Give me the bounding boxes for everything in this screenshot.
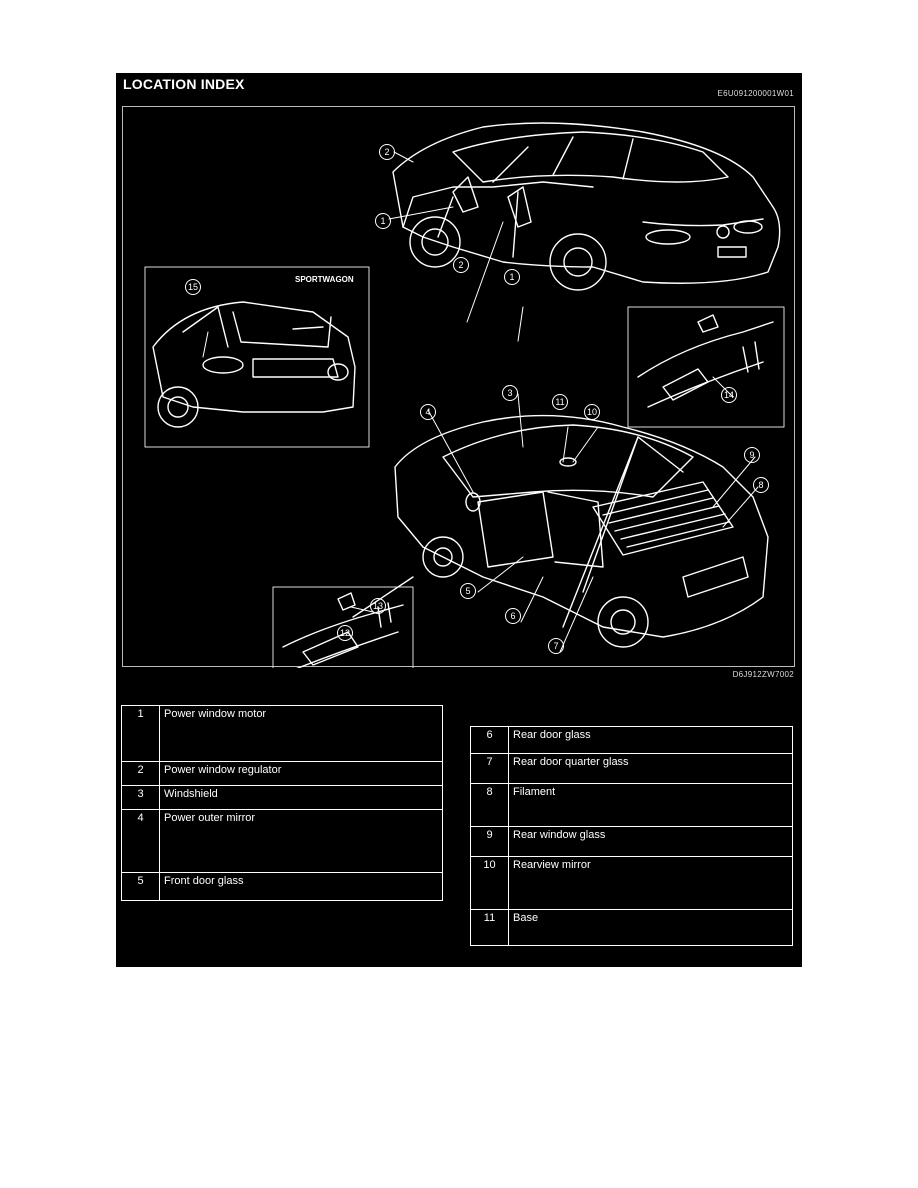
figure-code: D6J912ZW7002 <box>732 670 794 679</box>
callout-10: 10 <box>584 404 600 420</box>
table-row: 3 Windshield <box>121 785 443 810</box>
callout-14: 14 <box>721 387 737 403</box>
legend-number: 4 <box>121 809 160 873</box>
legend-label: Rear door quarter glass <box>508 753 793 784</box>
sportwagon-inset <box>144 266 370 448</box>
table-row: 5 Front door glass <box>121 872 443 901</box>
callout-15: 15 <box>185 279 201 295</box>
callout-8: 8 <box>753 477 769 493</box>
legend-label: Rear window glass <box>508 826 793 857</box>
callout-2-bottom: 2 <box>453 257 469 273</box>
callout-4: 4 <box>420 404 436 420</box>
leader-lines <box>202 151 759 653</box>
legend-table-left: 1 Power window motor 2 Power window regu… <box>121 705 443 901</box>
legend-label: Front door glass <box>159 872 443 901</box>
legend-label: Power window regulator <box>159 761 443 786</box>
legend-table-right: 6 Rear door glass 7 Rear door quarter gl… <box>470 726 793 946</box>
callout-3: 3 <box>502 385 518 401</box>
table-row: 7 Rear door quarter glass <box>470 753 793 784</box>
page-title: LOCATION INDEX <box>123 76 245 92</box>
legend-number: 1 <box>121 705 160 762</box>
table-row: 9 Rear window glass <box>470 826 793 857</box>
callout-6: 6 <box>505 608 521 624</box>
legend-label: Rearview mirror <box>508 856 793 910</box>
callout-12: 12 <box>337 625 353 641</box>
table-row: 8 Filament <box>470 783 793 827</box>
legend-number: 11 <box>470 909 509 946</box>
callout-5: 5 <box>460 583 476 599</box>
callout-9: 9 <box>744 447 760 463</box>
vehicle-illustration: SPORTWAGON 2 1 2 1 15 3 4 11 10 14 9 8 5… <box>122 106 795 668</box>
legend-label: Windshield <box>159 785 443 810</box>
vehicle-drawings <box>144 122 785 668</box>
legend-label: Filament <box>508 783 793 827</box>
document-code: E6U091200001W01 <box>717 89 794 98</box>
table-row: 1 Power window motor <box>121 705 443 762</box>
sedan-front-drawing <box>392 122 781 291</box>
table-row: 10 Rearview mirror <box>470 856 793 910</box>
table-row: 2 Power window regulator <box>121 761 443 786</box>
legend-number: 2 <box>121 761 160 786</box>
callout-1-right: 1 <box>504 269 520 285</box>
legend-number: 10 <box>470 856 509 910</box>
legend-number: 9 <box>470 826 509 857</box>
legend-label: Rear door glass <box>508 726 793 754</box>
table-row: 6 Rear door glass <box>470 726 793 754</box>
callout-13: 13 <box>370 598 386 614</box>
table-row: 11 Base <box>470 909 793 946</box>
legend-number: 8 <box>470 783 509 827</box>
legend-number: 7 <box>470 753 509 784</box>
sedan-rear-drawing <box>352 414 769 648</box>
legend-label: Power outer mirror <box>159 809 443 873</box>
legend-number: 3 <box>121 785 160 810</box>
legend-label: Base <box>508 909 793 946</box>
sportwagon-label: SPORTWAGON <box>295 275 354 284</box>
legend-number: 6 <box>470 726 509 754</box>
legend-label: Power window motor <box>159 705 443 762</box>
location-index-sheet: LOCATION INDEX E6U091200001W01 <box>116 73 802 967</box>
callout-11: 11 <box>552 394 568 410</box>
callout-7: 7 <box>548 638 564 654</box>
callout-2-top: 2 <box>379 144 395 160</box>
door-switch-inset-right <box>627 306 785 428</box>
callout-1-left: 1 <box>375 213 391 229</box>
legend-number: 5 <box>121 872 160 901</box>
table-row: 4 Power outer mirror <box>121 809 443 873</box>
